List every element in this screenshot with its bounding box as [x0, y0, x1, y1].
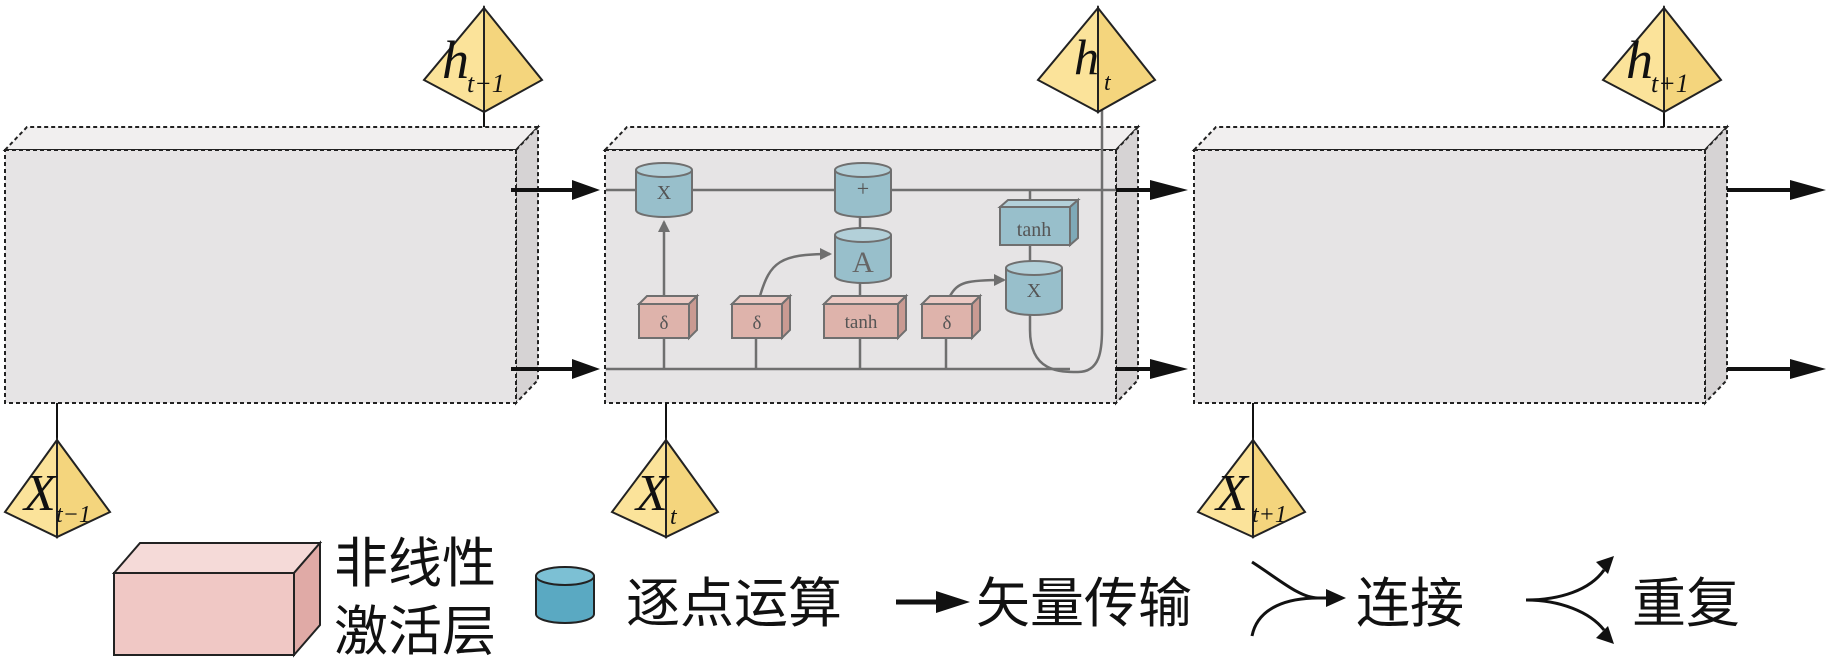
legend-vector-label: 矢量传输 — [976, 572, 1192, 635]
op-gate-a-label: A — [852, 246, 874, 279]
node-x-curr-sub: t — [670, 504, 678, 530]
node-h-prev-base: h — [442, 30, 469, 90]
legend-vector-arrow-icon — [896, 591, 970, 613]
node-x-curr-base: X — [634, 465, 670, 522]
op-tanh-out-label: tanh — [1017, 219, 1051, 241]
node-h-next-base: h — [1626, 30, 1653, 90]
layer-sigma-1-label: δ — [660, 313, 669, 334]
op-mult-top-label: X — [657, 182, 672, 204]
node-h-curr-sub: t — [1104, 70, 1112, 96]
node-x-curr: X t — [610, 403, 720, 539]
op-add-top-label: + — [857, 176, 869, 201]
op-tanh-out: tanh — [997, 197, 1081, 248]
op-gate-a: A — [834, 227, 892, 284]
legend-pointwise-icon — [535, 566, 595, 624]
node-h-prev-sub: t−1 — [467, 69, 505, 98]
layer-sigma-2: δ — [729, 293, 793, 341]
node-h-prev: h t−1 — [422, 5, 544, 127]
layer-sigma-2-label: δ — [753, 313, 762, 334]
legend-nonlinear-line1: 非线性 — [334, 532, 496, 595]
legend-nonlinear-icon — [111, 540, 323, 658]
legend: 非线性 激活层 逐点运算 矢量传输 连接 重复 — [111, 532, 1740, 663]
layer-tanh: tanh — [821, 293, 909, 341]
node-x-prev: X t−1 — [3, 403, 112, 539]
node-x-next-sub: t+1 — [1252, 502, 1287, 528]
node-h-next: h t+1 — [1601, 5, 1723, 127]
legend-concat-label: 连接 — [1356, 572, 1464, 635]
op-mult-out-label: X — [1027, 280, 1042, 302]
op-add-top: + — [834, 162, 892, 218]
layer-sigma-3-label: δ — [943, 313, 952, 334]
node-h-curr-base: h — [1074, 29, 1099, 85]
cell-next — [1191, 124, 1730, 406]
legend-copy-label: 重复 — [1632, 572, 1740, 635]
op-mult-out: X — [1005, 260, 1063, 316]
node-x-next: X t+1 — [1196, 403, 1307, 539]
layer-sigma-1: δ — [636, 293, 700, 341]
node-h-curr: h t — [1036, 5, 1157, 114]
layer-tanh-label: tanh — [845, 312, 878, 333]
legend-nonlinear-line2: 激活层 — [334, 600, 496, 663]
cell-prev — [2, 124, 541, 406]
layer-sigma-3: δ — [919, 293, 983, 341]
legend-copy-icon — [1525, 556, 1614, 644]
node-x-next-base: X — [1214, 465, 1250, 522]
node-x-prev-base: X — [22, 465, 58, 522]
inter-cell-arrows — [511, 180, 1826, 379]
node-x-prev-sub: t−1 — [56, 502, 91, 528]
node-h-next-sub: t+1 — [1651, 69, 1689, 98]
op-mult-top: X — [635, 162, 693, 218]
legend-concat-icon — [1250, 560, 1346, 637]
legend-pointwise-label: 逐点运算 — [626, 572, 842, 635]
